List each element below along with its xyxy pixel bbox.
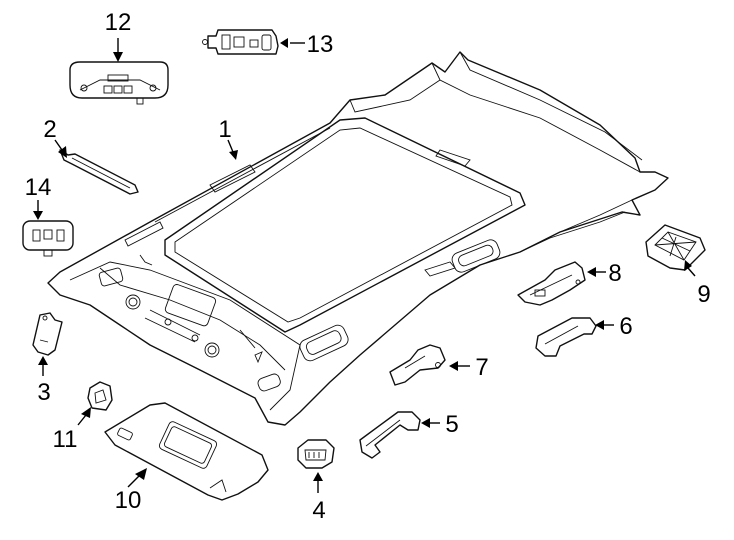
callout-5: 5 (445, 411, 458, 438)
reading-lamp (202, 29, 279, 55)
headliner (47, 51, 669, 426)
connector (22, 220, 74, 257)
headliner-trim-strip (59, 149, 139, 195)
callout-8: 8 (608, 260, 621, 287)
grab-handle-bracket (32, 312, 63, 356)
callout-10: 10 (115, 487, 142, 514)
callout-2: 2 (43, 116, 56, 143)
callout-13: 13 (307, 31, 334, 58)
sun-visor (104, 402, 269, 501)
callout-11: 11 (53, 426, 78, 453)
handle-bracket (389, 344, 446, 386)
callout-14: 14 (25, 174, 52, 201)
callout-4: 4 (312, 497, 325, 524)
assist-handle-rear (359, 411, 421, 459)
assist-handle (535, 317, 597, 357)
callout-1: 1 (218, 116, 231, 143)
overhead-console (69, 61, 169, 105)
dome-lamp-small (297, 439, 335, 469)
callout-12: 12 (105, 9, 132, 36)
callout-7: 7 (475, 354, 488, 381)
callout-3: 3 (37, 379, 50, 406)
callout-6: 6 (619, 313, 632, 340)
visor-clip (87, 381, 113, 411)
mounting-bracket (517, 261, 586, 306)
leader-lines (33, 38, 696, 493)
callout-9: 9 (697, 281, 710, 308)
speaker-grille (645, 224, 706, 271)
callout-labels: 12 13 1 2 14 3 11 10 4 5 7 6 8 9 (25, 9, 711, 524)
